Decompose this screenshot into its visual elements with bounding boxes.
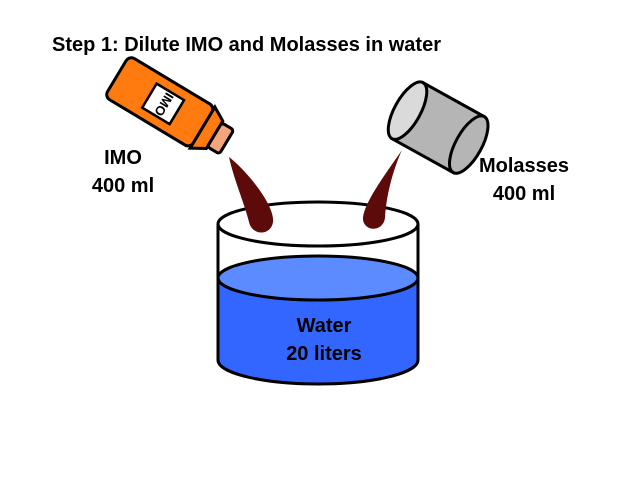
molasses-drip [362, 150, 402, 229]
diagram-title: Step 1: Dilute IMO and Molasses in water [52, 34, 441, 56]
water-name: Water [296, 315, 352, 337]
molasses-name: Molasses [478, 155, 570, 177]
imo-bottle-cap [206, 122, 235, 155]
molasses-amount: 400 ml [492, 183, 556, 205]
bucket-rim [216, 200, 420, 248]
water-body [216, 276, 420, 386]
molasses-can [386, 80, 490, 175]
molasses-can-opening [386, 80, 429, 141]
imo-label: IMO 400 ml [78, 144, 168, 200]
bucket [216, 200, 420, 386]
water-surface [216, 254, 420, 302]
water-label: Water 20 liters [262, 312, 386, 368]
imo-name: IMO [104, 147, 142, 169]
imo-bottle-label [140, 81, 186, 126]
water-amount: 20 liters [286, 343, 362, 365]
imo-bottle: IMO [105, 56, 235, 155]
molasses-can-end [448, 114, 490, 175]
imo-drip [229, 157, 274, 233]
imo-bottle-shoulder [187, 104, 225, 151]
imo-amount: 400 ml [91, 175, 155, 197]
molasses-label: Molasses 400 ml [468, 152, 580, 208]
